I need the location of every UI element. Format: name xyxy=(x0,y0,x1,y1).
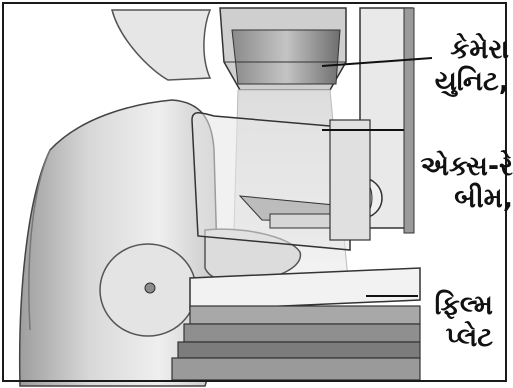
film-plate-label-line2: પ્લેટ xyxy=(435,322,493,354)
camera-unit-label-line2: યુનિટ, xyxy=(435,66,509,98)
camera-unit-label: કેમેરા યુનિટ, xyxy=(435,34,509,98)
camera-unit-label-line1: કેમેરા xyxy=(435,34,509,66)
film-plate-label-line1: ફિલ્મ xyxy=(435,290,493,322)
film-plate-label: ફિલ્મ પ્લેટ xyxy=(435,290,493,354)
xray-beam-label-line2: બીમ, xyxy=(420,183,513,215)
xray-beam-label-line1: એક્સ-રે xyxy=(420,151,513,183)
xray-beam-label: એક્સ-રે બીમ, xyxy=(420,151,513,215)
